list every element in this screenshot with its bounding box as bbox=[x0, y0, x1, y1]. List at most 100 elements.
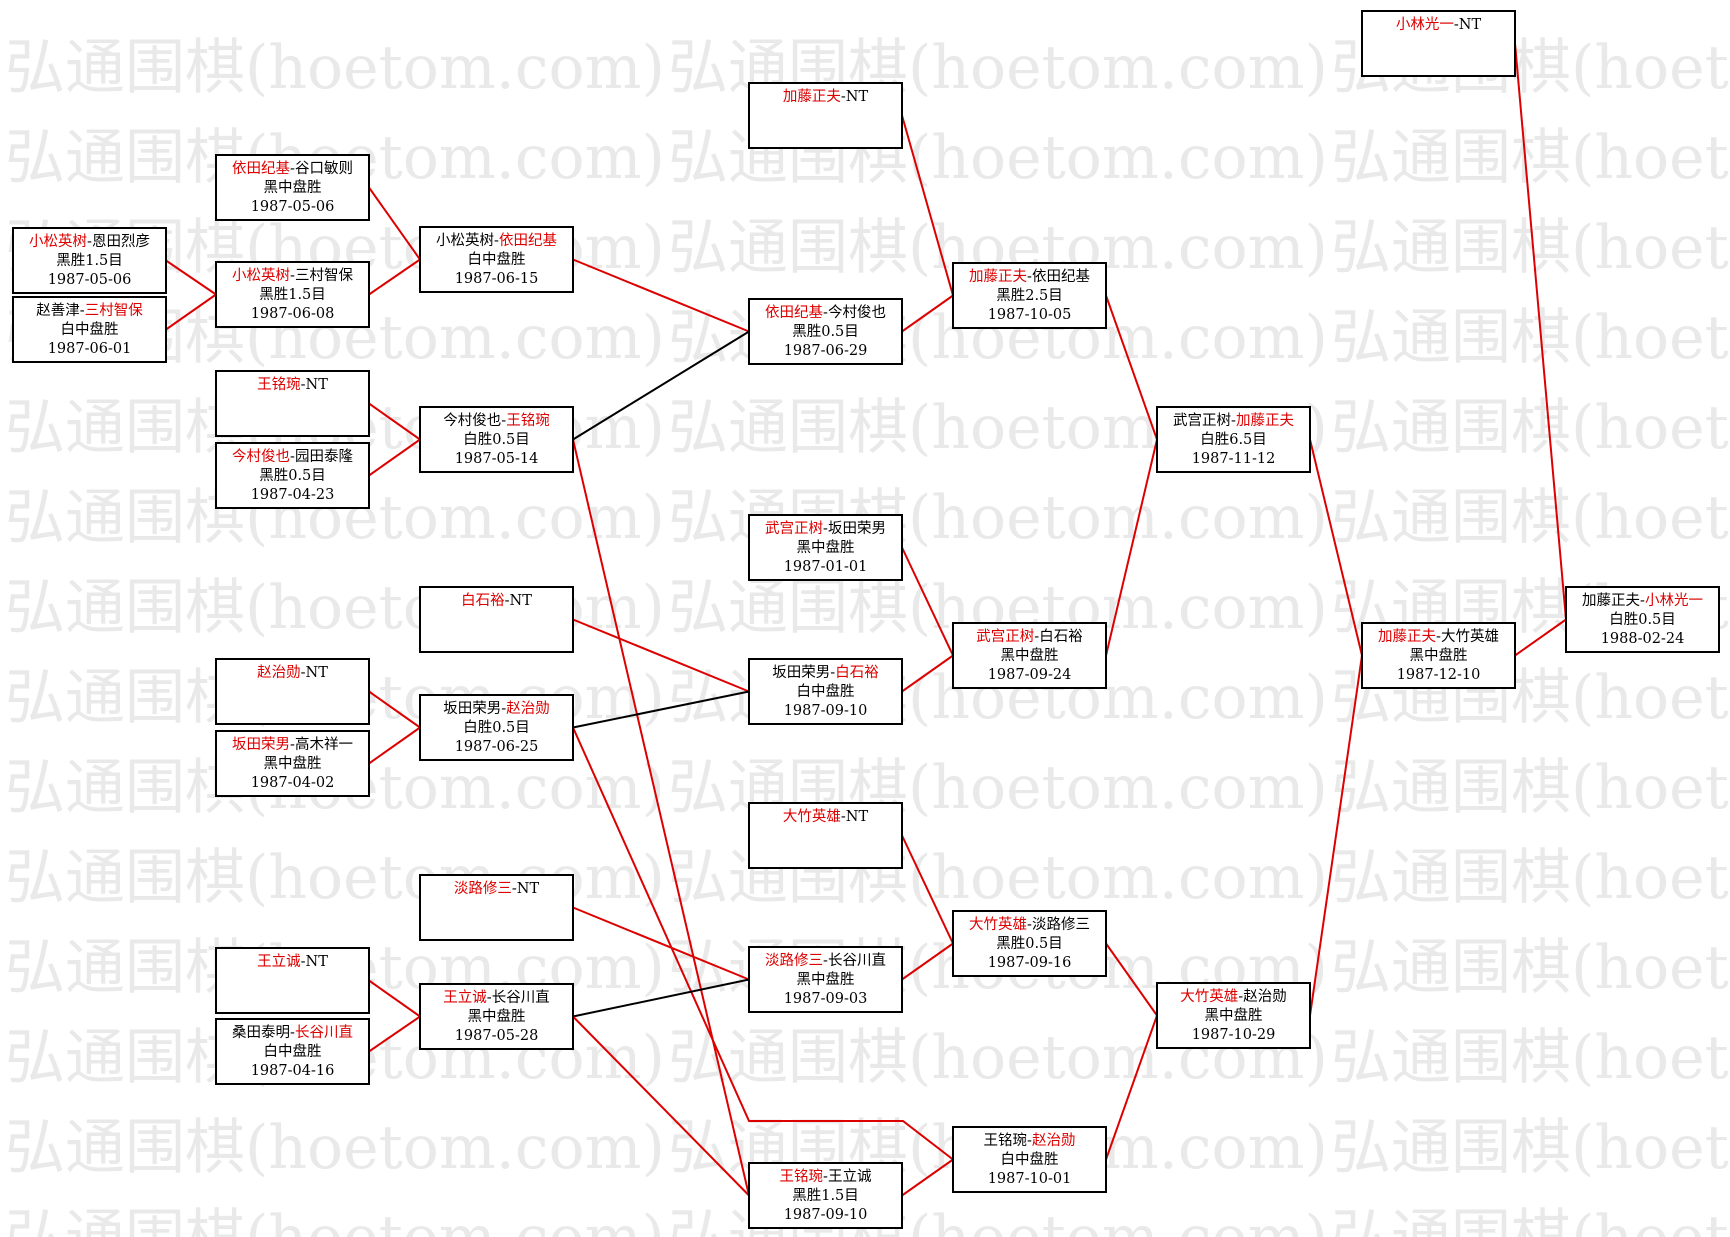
player-separator: - bbox=[1027, 917, 1032, 933]
match-box-border bbox=[215, 442, 370, 509]
player-two: NT bbox=[510, 593, 533, 609]
match-box-border bbox=[215, 261, 370, 328]
player-two: NT bbox=[306, 954, 329, 970]
match-players: 白石裕-NT bbox=[461, 592, 532, 609]
match-players: 武宫正树-白石裕 bbox=[976, 628, 1082, 645]
match-result: 白中盘胜 bbox=[264, 1042, 322, 1060]
match-result: 黑中盘胜 bbox=[264, 178, 322, 196]
bracket-link bbox=[572, 690, 750, 729]
player-two: 白石裕 bbox=[835, 664, 879, 681]
match-players: 赵善津-三村智保 bbox=[36, 302, 143, 319]
player-separator: - bbox=[290, 1025, 295, 1041]
match-box: 淡路修三-NT bbox=[419, 874, 574, 941]
match-players: 大竹英雄-NT bbox=[783, 807, 869, 825]
player-one: 武宫正树 bbox=[976, 628, 1034, 645]
player-two: 白石裕 bbox=[1039, 628, 1083, 645]
bracket-link bbox=[1309, 439, 1363, 656]
match-date: 1987-09-10 bbox=[784, 703, 868, 719]
match-players: 淡路修三-NT bbox=[454, 880, 540, 897]
player-separator: - bbox=[1027, 1133, 1032, 1149]
player-one: 王立诚 bbox=[443, 989, 487, 1006]
player-one: 王铭琬 bbox=[257, 376, 301, 393]
match-box-border bbox=[215, 1018, 370, 1085]
player-one: 今村俊也 bbox=[232, 448, 290, 465]
match-result: 黑中盘胜 bbox=[1205, 1006, 1263, 1024]
player-separator: - bbox=[301, 377, 306, 393]
player-two: NT bbox=[306, 377, 329, 393]
player-two: 长谷川直 bbox=[295, 1024, 353, 1041]
match-box-border bbox=[12, 227, 167, 294]
match-players: 依田纪基-今村俊也 bbox=[765, 304, 886, 321]
bracket-link bbox=[572, 618, 750, 693]
match-date: 1987-06-25 bbox=[455, 739, 539, 755]
match-result: 黑胜1.5目 bbox=[56, 252, 123, 269]
watermark-text: 弘通围棋(hoetom.com) bbox=[1331, 1113, 1730, 1183]
bracket-links bbox=[165, 43, 1567, 1197]
match-result: 白中盘胜 bbox=[797, 682, 855, 700]
player-separator: - bbox=[80, 303, 85, 319]
bracket-link bbox=[572, 330, 750, 441]
match-box-border bbox=[952, 262, 1107, 329]
player-separator: - bbox=[823, 953, 828, 969]
player-one: 白石裕 bbox=[461, 592, 505, 609]
bracket-link bbox=[1514, 43, 1567, 620]
match-date: 1987-11-12 bbox=[1192, 451, 1276, 467]
match-result: 黑中盘胜 bbox=[797, 970, 855, 988]
player-two: 谷口敏则 bbox=[295, 160, 353, 177]
player-separator: - bbox=[494, 233, 499, 249]
bracket-link bbox=[572, 727, 954, 1161]
match-box: 王立诚-NT bbox=[215, 947, 370, 1014]
match-players: 小松英树-恩田烈彦 bbox=[29, 232, 150, 250]
match-box-border bbox=[419, 406, 574, 473]
match-players: 加藤正夫-大竹英雄 bbox=[1378, 627, 1499, 645]
match-date: 1987-05-28 bbox=[455, 1028, 539, 1044]
match-result: 白中盘胜 bbox=[468, 250, 526, 268]
watermark-text: 弘通围棋(hoetom.com) bbox=[5, 33, 665, 103]
match-players: 武宫正树-坂田荣男 bbox=[765, 520, 886, 537]
player-one: 加藤正夫 bbox=[1378, 628, 1436, 645]
match-result: 黑胜1.5目 bbox=[792, 1187, 859, 1204]
bracket-link bbox=[368, 979, 421, 1018]
player-separator: - bbox=[301, 665, 306, 681]
player-separator: - bbox=[823, 305, 828, 321]
player-separator: - bbox=[841, 89, 846, 105]
watermark-text: 弘通围棋(hoetom.com) bbox=[1331, 933, 1730, 1003]
player-two: 恩田烈彦 bbox=[92, 233, 150, 250]
watermark-text: 弘通围棋(hoetom.com) bbox=[5, 1203, 665, 1237]
player-one: 小松英树 bbox=[29, 232, 87, 250]
match-result: 白胜0.5目 bbox=[1609, 611, 1676, 628]
bracket-link bbox=[572, 439, 750, 1196]
match-players: 王铭琬-王立诚 bbox=[780, 1168, 872, 1185]
match-result: 黑中盘胜 bbox=[264, 754, 322, 772]
match-date: 1987-05-06 bbox=[251, 199, 335, 215]
player-one: 小松英树 bbox=[436, 231, 494, 249]
match-result: 黑中盘胜 bbox=[1001, 646, 1059, 664]
player-two: 园田泰隆 bbox=[295, 448, 353, 465]
match-players: 加藤正夫-依田纪基 bbox=[969, 268, 1090, 285]
match-date: 1987-06-15 bbox=[455, 271, 539, 287]
match-box: 小林光一-NT bbox=[1361, 10, 1516, 77]
player-one: 坂田荣男 bbox=[443, 700, 501, 717]
match-players: 加藤正夫-NT bbox=[783, 88, 869, 105]
match-players: 坂田荣男-赵治勋 bbox=[443, 700, 549, 717]
match-players: 坂田荣男-高木祥一 bbox=[232, 736, 353, 753]
player-two: NT bbox=[846, 809, 869, 825]
match-box-border bbox=[1565, 586, 1720, 653]
player-separator: - bbox=[1454, 17, 1459, 33]
watermark-text: 弘通围棋(hoetom.com) bbox=[1331, 843, 1730, 913]
match-players: 小松英树-依田纪基 bbox=[436, 231, 557, 249]
player-separator: - bbox=[1231, 413, 1236, 429]
watermark-text: 弘通围棋(hoetom.com) bbox=[1331, 1203, 1730, 1237]
player-one: 王铭琬 bbox=[984, 1132, 1028, 1149]
player-one: 加藤正夫 bbox=[783, 88, 841, 105]
watermark-text: 弘通围棋(hoetom.com) bbox=[5, 1113, 665, 1183]
bracket-link bbox=[901, 115, 954, 296]
